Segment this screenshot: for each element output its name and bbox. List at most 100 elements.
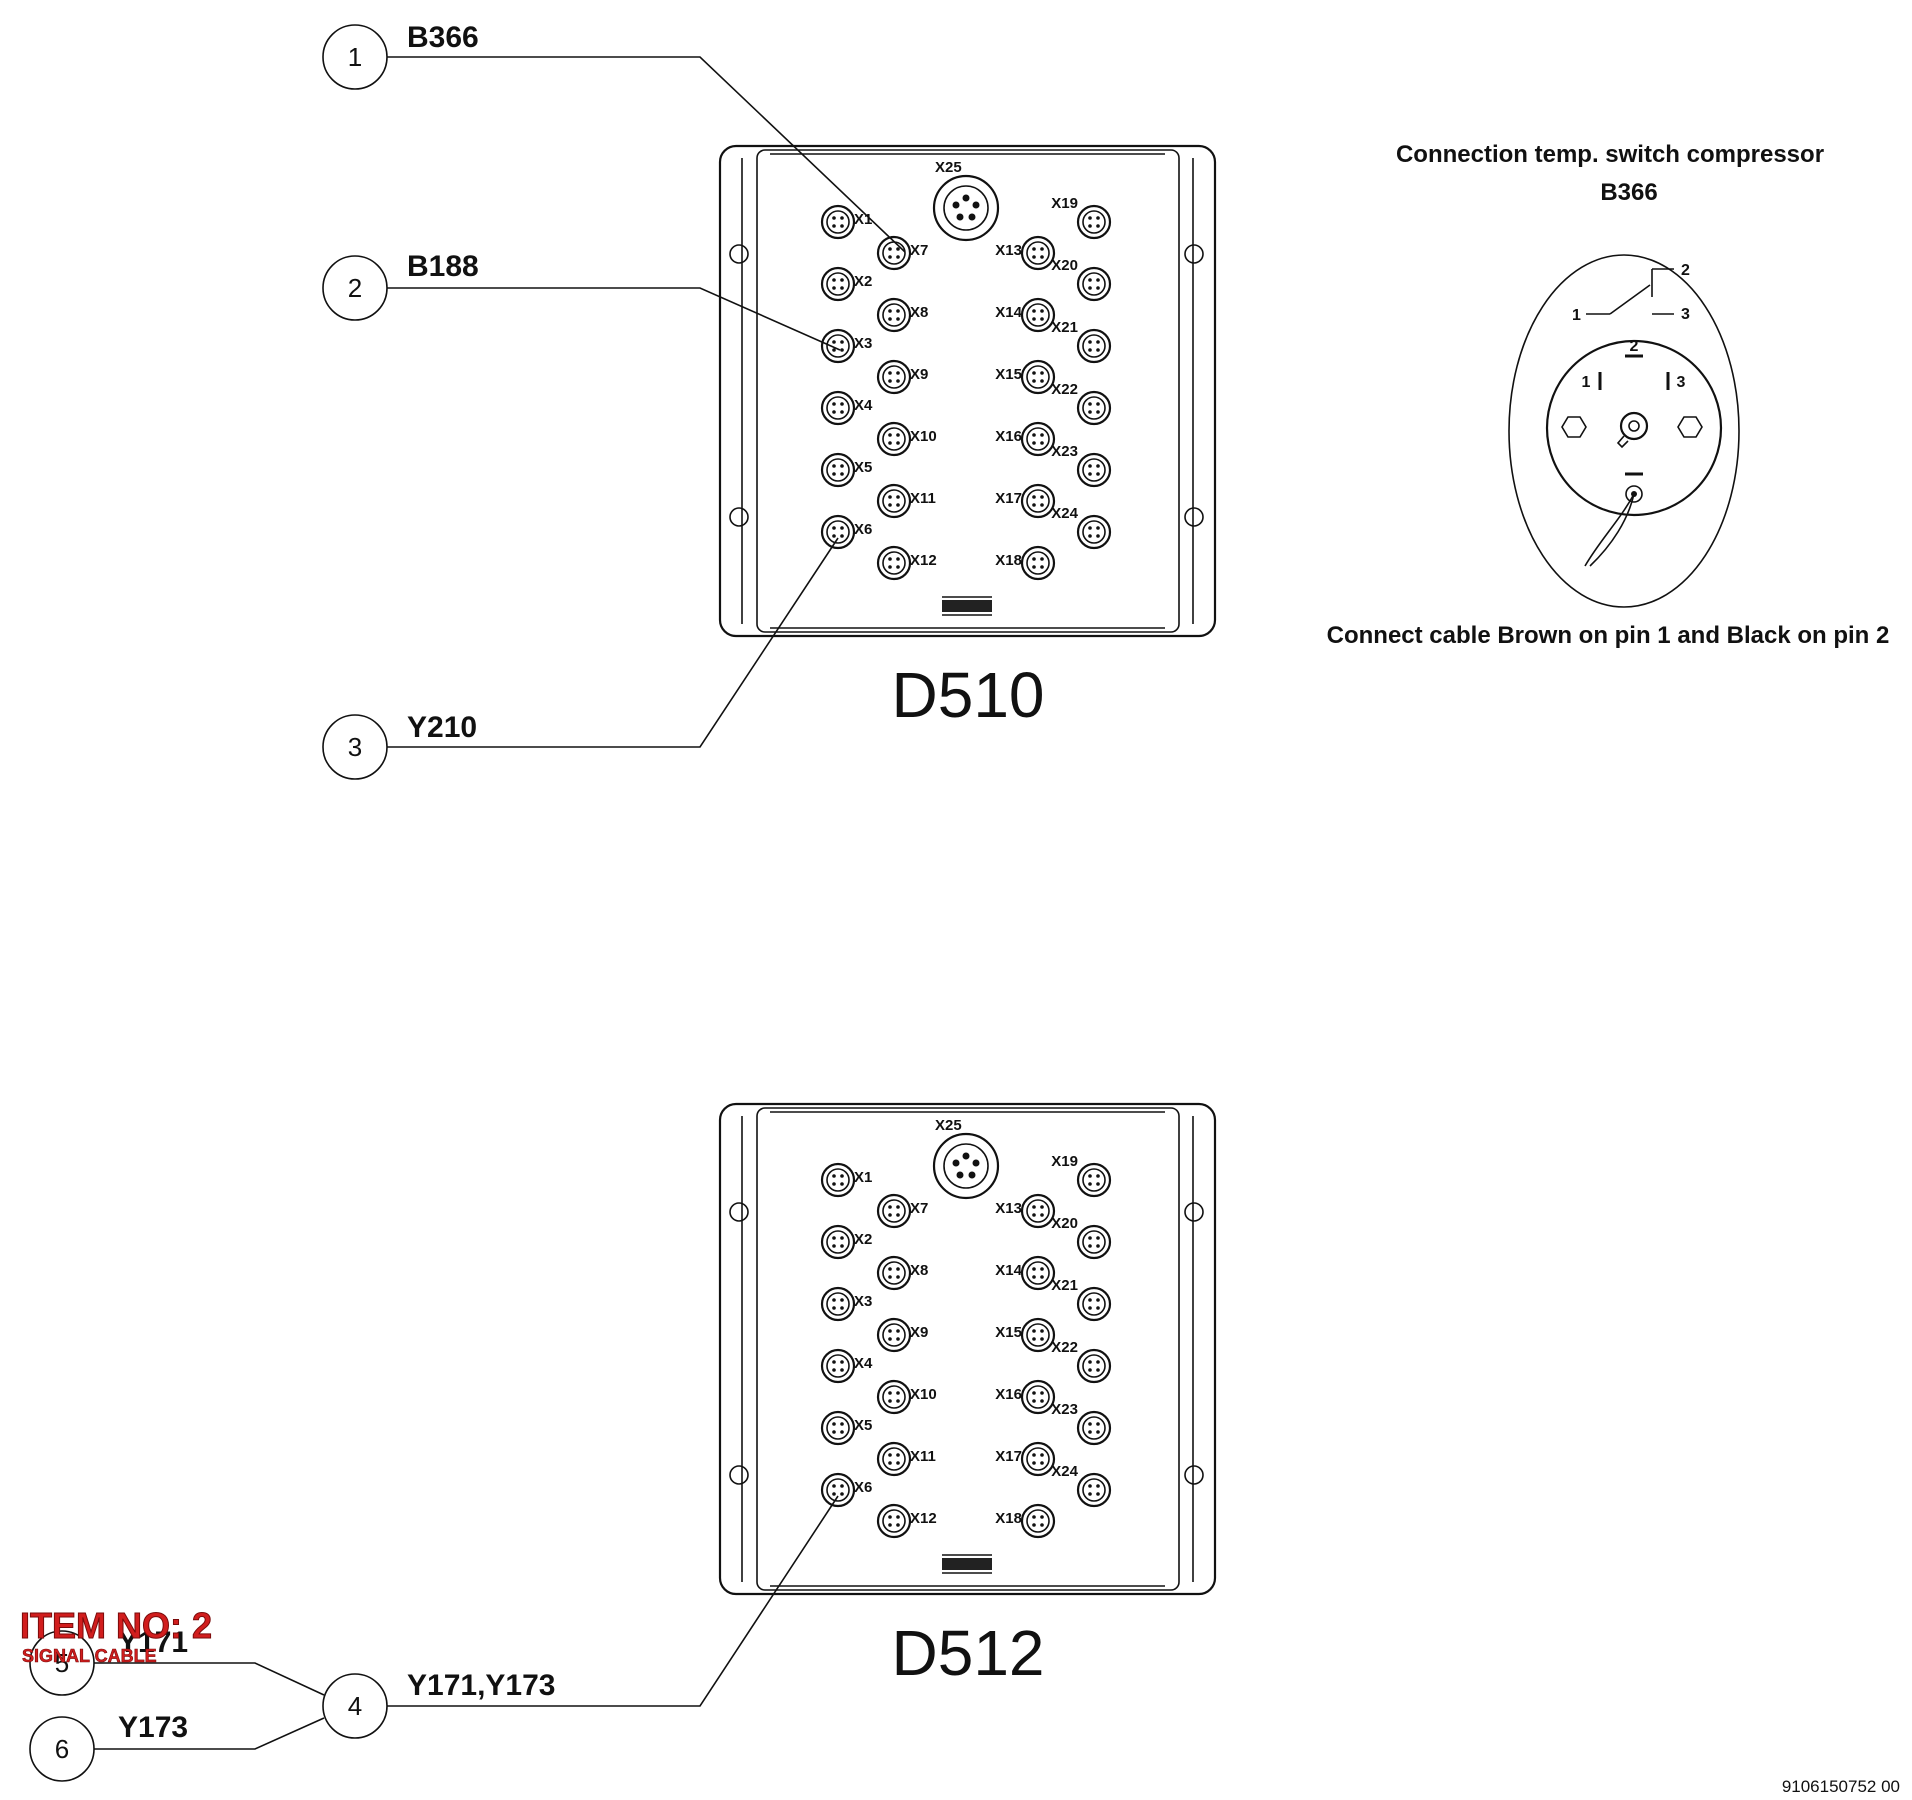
callout-number: 2 — [348, 273, 362, 303]
port-label: X14 — [995, 304, 1022, 321]
port-connector — [1076, 1286, 1112, 1322]
temp-switch-detail: Connection temp. switch compressor B366 … — [1327, 141, 1890, 649]
module-d510: X25 X1X2X3X4X5X6X7X8X9X10X11X12X13X14X15… — [718, 144, 1217, 731]
stamp-subtitle: SIGNAL CABLE — [22, 1646, 157, 1666]
port-connector — [820, 390, 856, 426]
port-label: X22 — [1051, 381, 1078, 398]
port-connector — [876, 545, 912, 581]
connector-pin-2: 2 — [1630, 338, 1639, 355]
mounting-hole — [729, 244, 749, 264]
module-d512: X25 X1X2X3X4X5X6X7X8X9X10X11X12X13X14X15… — [718, 1102, 1217, 1689]
mounting-hole — [729, 507, 749, 527]
detail-note: Connect cable Brown on pin 1 and Black o… — [1327, 622, 1890, 649]
callout-2: 2 B188 — [322, 250, 841, 351]
port-label: X17 — [995, 1448, 1022, 1465]
callout-number: 4 — [348, 1691, 362, 1721]
mounting-hole — [729, 1465, 749, 1485]
port-connector — [1076, 514, 1112, 550]
port-label: X23 — [1051, 443, 1078, 460]
callout-number: 6 — [55, 1734, 69, 1764]
mounting-hole — [1184, 1465, 1204, 1485]
port-connector — [820, 514, 856, 550]
port-label: X2 — [854, 273, 872, 290]
port-label: X11 — [910, 1448, 936, 1465]
port-label: X1 — [854, 211, 872, 228]
port-label: X15 — [995, 366, 1022, 383]
callout-3: 3 Y210 — [322, 537, 839, 780]
port-label: X13 — [995, 1200, 1022, 1217]
stamp-item: ITEM NO: 2 — [20, 1605, 212, 1646]
port-connector — [876, 1379, 912, 1415]
mounting-hole — [729, 1202, 749, 1222]
center-port-label: X25 — [935, 159, 962, 176]
port-label: X24 — [1051, 505, 1078, 522]
port-label: X3 — [854, 1293, 872, 1310]
callout-label: B188 — [407, 250, 479, 283]
port-label: X3 — [854, 335, 872, 352]
port-label: X14 — [995, 1262, 1022, 1279]
port-label: X4 — [854, 1355, 873, 1372]
port-connector — [820, 452, 856, 488]
port-label: X9 — [910, 1324, 928, 1341]
module-face — [756, 1107, 1180, 1591]
port-label: X6 — [854, 521, 872, 538]
port-connector — [1076, 1348, 1112, 1384]
port-connector — [820, 1410, 856, 1446]
port-label: X24 — [1051, 1463, 1078, 1480]
callout-number: 3 — [348, 732, 362, 762]
mounting-hole — [1184, 1202, 1204, 1222]
port-connector — [876, 483, 912, 519]
detail-subtitle: B366 — [1600, 179, 1657, 206]
port-label: X19 — [1051, 195, 1078, 212]
port-connector — [820, 1162, 856, 1198]
port-connector — [1020, 1193, 1056, 1229]
port-connector — [1076, 328, 1112, 364]
port-connector — [876, 1441, 912, 1477]
port-connector — [1020, 235, 1056, 271]
port-connector — [876, 297, 912, 333]
port-label: X20 — [1051, 1215, 1078, 1232]
switch-pin-3: 3 — [1681, 306, 1690, 323]
callout-number: 5 — [55, 1648, 69, 1678]
port-connector — [1020, 1379, 1056, 1415]
port-label: X23 — [1051, 1401, 1078, 1418]
port-connector — [876, 1255, 912, 1291]
port-connector — [876, 421, 912, 457]
port-connector — [820, 1472, 856, 1508]
switch-pin-1: 1 — [1572, 307, 1581, 324]
callout-number: 1 — [348, 42, 362, 72]
port-connector — [820, 328, 856, 364]
port-label: X18 — [995, 552, 1022, 569]
port-label: X16 — [995, 1386, 1022, 1403]
port-connector — [1020, 1441, 1056, 1477]
port-connector — [1020, 359, 1056, 395]
port-connector — [1020, 297, 1056, 333]
brand-logo — [942, 596, 992, 616]
port-connector — [1076, 1410, 1112, 1446]
callout-5: 5 Y171 — [29, 1626, 325, 1696]
callout-label: B366 — [407, 21, 479, 54]
connector-face: 2 1 3 — [1545, 338, 1723, 567]
port-connector — [876, 1193, 912, 1229]
port-label: X2 — [854, 1231, 872, 1248]
port-label: X5 — [854, 1417, 872, 1434]
port-label: X16 — [995, 428, 1022, 445]
port-label: X17 — [995, 490, 1022, 507]
port-label: X15 — [995, 1324, 1022, 1341]
port-label: X19 — [1051, 1153, 1078, 1170]
mounting-hole — [1184, 244, 1204, 264]
port-label: X4 — [854, 397, 873, 414]
port-connector — [1020, 1317, 1056, 1353]
callout-label: Y171 — [118, 1626, 188, 1659]
module-plate — [718, 1102, 1217, 1596]
port-connector — [1020, 1255, 1056, 1291]
port-label: X22 — [1051, 1339, 1078, 1356]
port-connector — [1020, 1503, 1056, 1539]
port-label: X12 — [910, 1510, 937, 1527]
module-title: D510 — [892, 659, 1045, 731]
port-label: X7 — [910, 1200, 928, 1217]
port-label: X8 — [910, 304, 928, 321]
main-connector — [932, 1132, 1000, 1200]
mounting-hole — [1184, 507, 1204, 527]
